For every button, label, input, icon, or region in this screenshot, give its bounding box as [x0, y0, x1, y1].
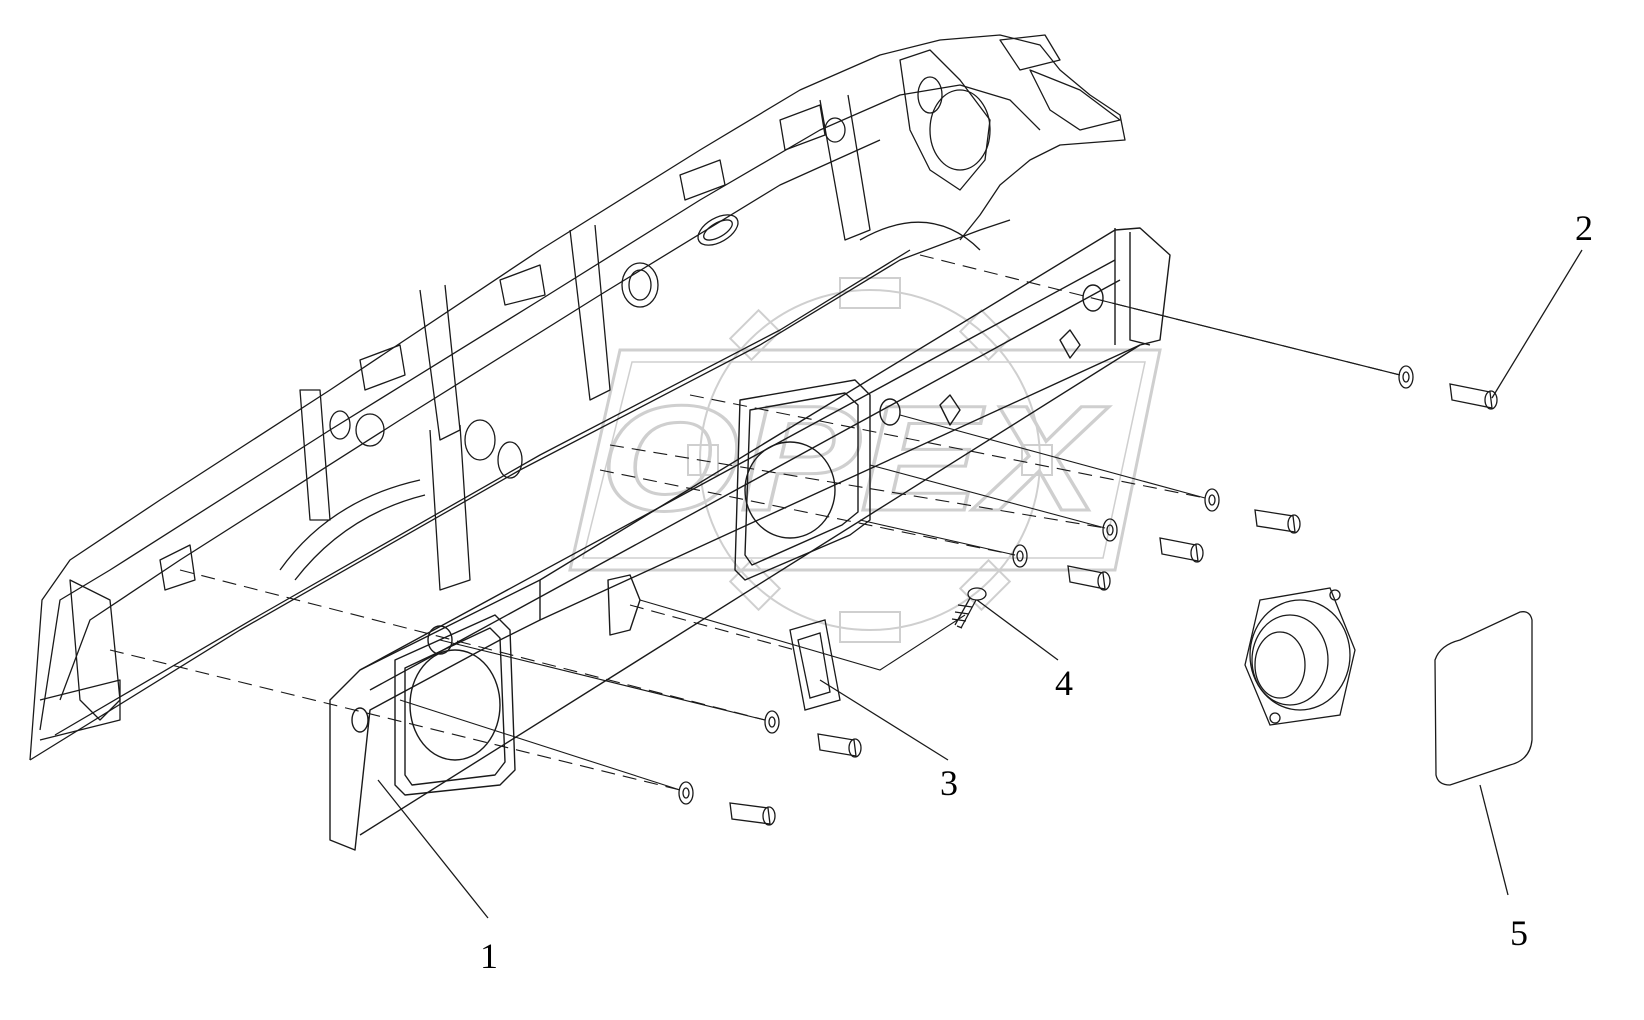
- callout-1: 1: [480, 936, 498, 976]
- leader-lines: [377, 249, 1583, 919]
- assembly-lines-solid: [399, 299, 1401, 791]
- callout-5: 5: [1510, 913, 1528, 953]
- trim-panel: [329, 227, 1171, 851]
- speaker: [1244, 587, 1356, 726]
- cab-rear-wall: [29, 34, 1126, 761]
- watermark-text: OPEX: [600, 374, 1110, 542]
- fasteners: [678, 365, 1498, 826]
- callout-2: 2: [1575, 208, 1593, 248]
- callout-3: 3: [940, 763, 958, 803]
- cover-plate: [1434, 611, 1533, 786]
- callout-4: 4: [1055, 663, 1073, 703]
- handle-bezel: [789, 619, 841, 711]
